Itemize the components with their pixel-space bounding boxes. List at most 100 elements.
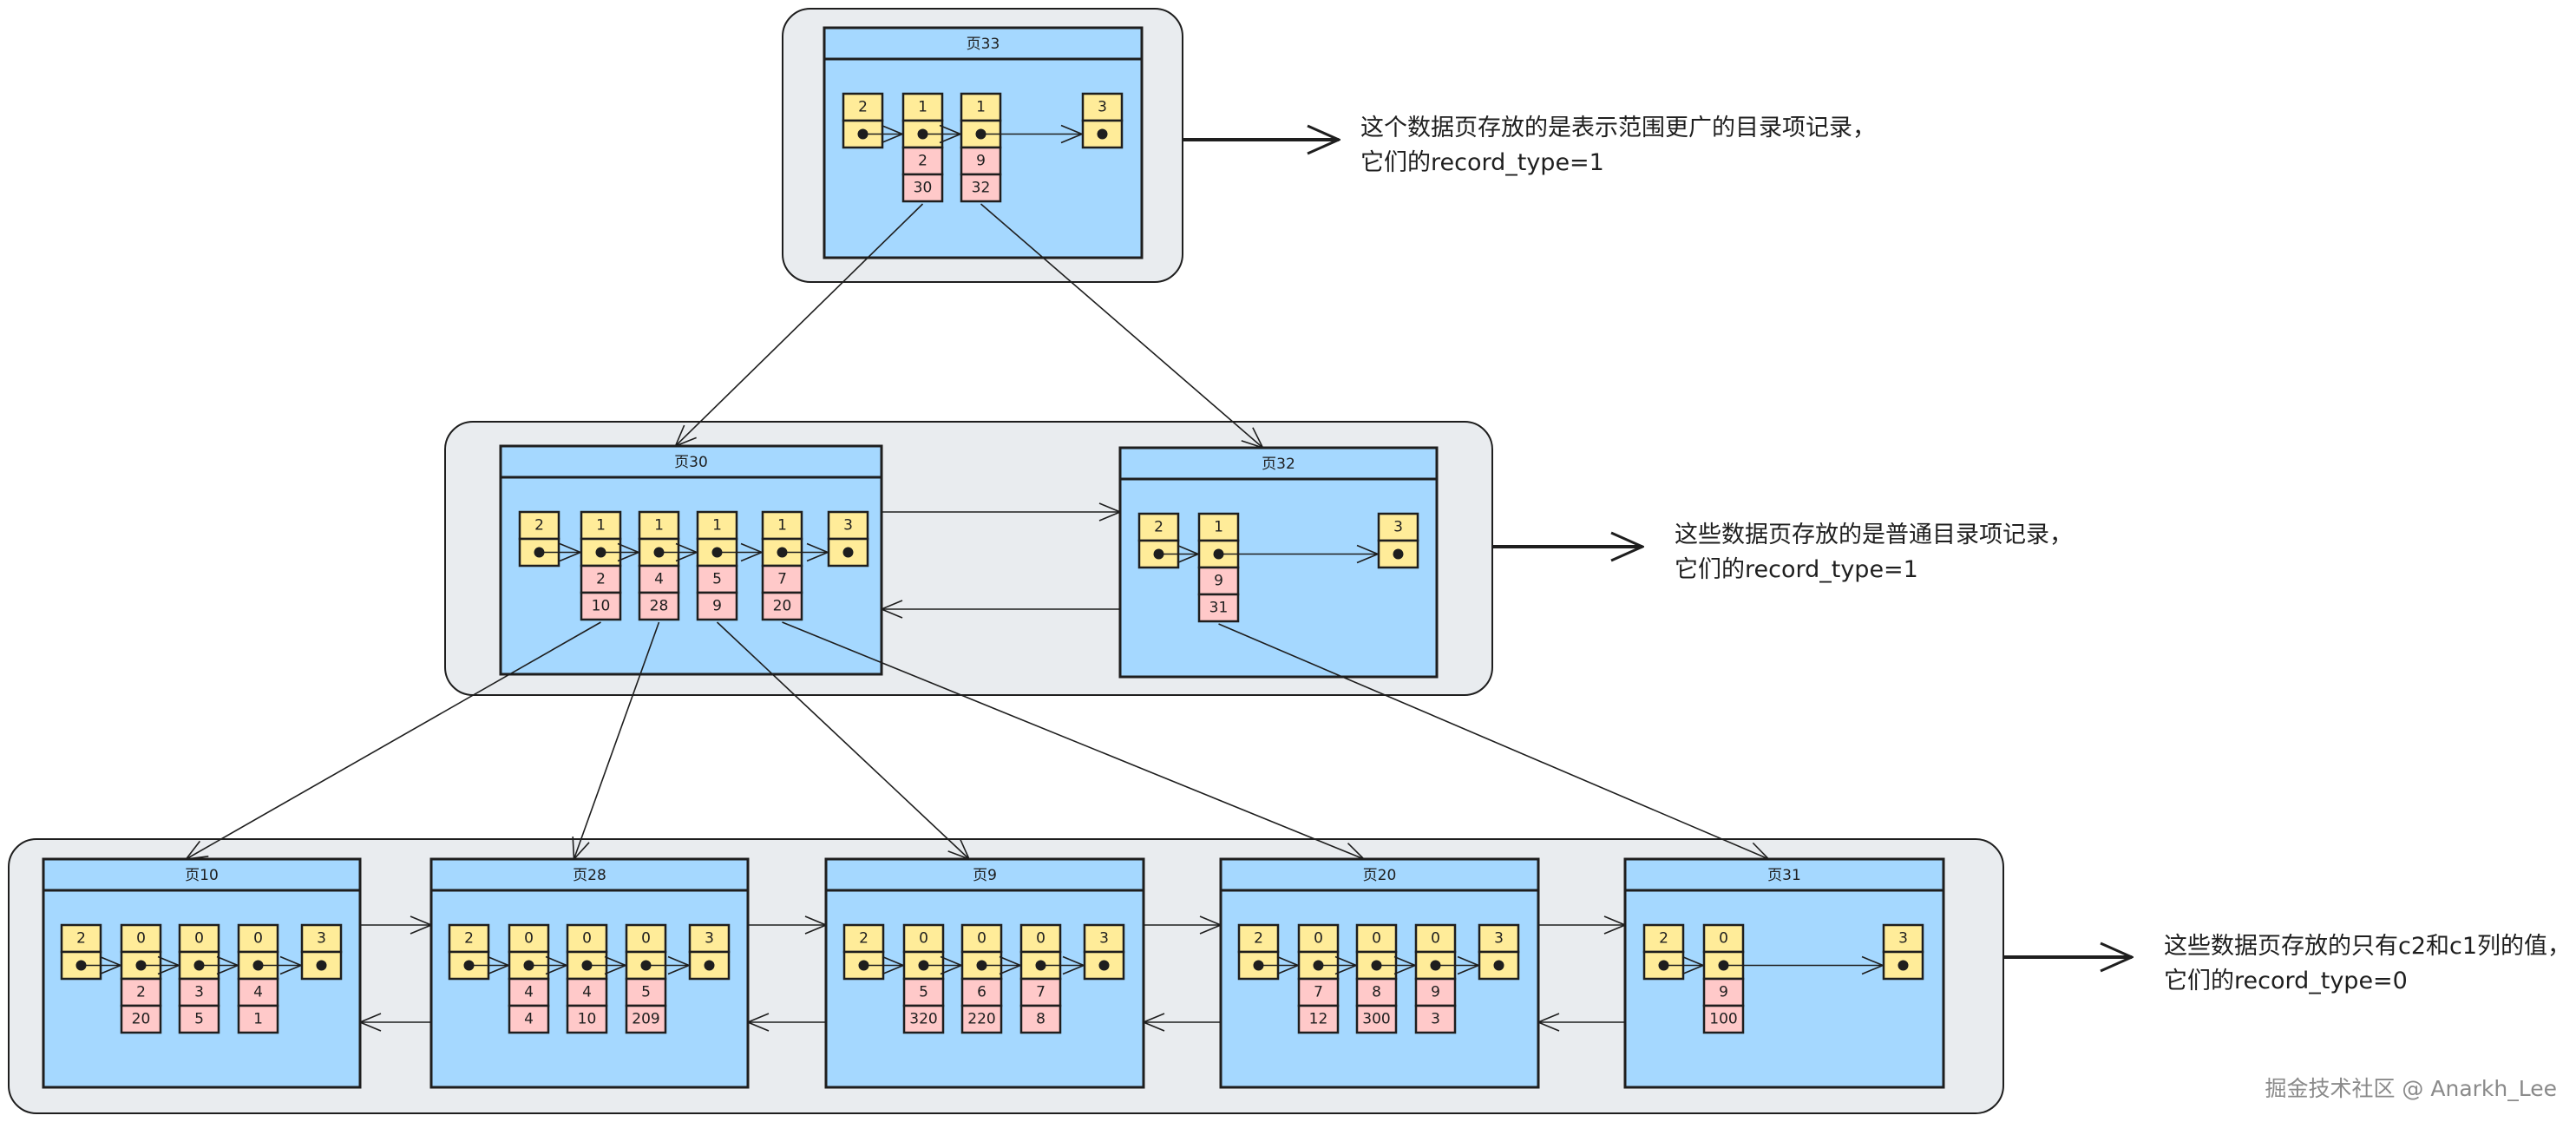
record-type-value: 2 — [534, 517, 544, 535]
record-infimum: 2 — [1237, 923, 1280, 981]
page-title: 页32 — [1262, 456, 1295, 473]
value-cell — [237, 1004, 279, 1034]
record-entry: 041 — [237, 923, 279, 1034]
child-page-value: 10 — [592, 598, 611, 615]
record-infimum: 2 — [842, 92, 884, 149]
record-type-cell — [178, 923, 220, 954]
record-type-value: 3 — [1494, 930, 1504, 948]
page-title: 页9 — [973, 867, 997, 884]
record-supremum: 3 — [827, 510, 869, 568]
record-entry: 0 3 5 — [178, 923, 220, 1034]
record-entry: 044 — [508, 923, 550, 1034]
child-page-cell — [901, 173, 944, 203]
note-root-line1: 这个数据页存放的是表示范围更广的目录项记录， — [1360, 115, 1876, 141]
key-value: 2 — [596, 571, 606, 588]
record-type-value: 3 — [1098, 99, 1107, 116]
value-cell — [120, 1004, 162, 1034]
record-type-cell — [1081, 92, 1124, 122]
column-value: 1 — [253, 1011, 263, 1028]
key-cell — [120, 977, 162, 1007]
record-type-value: 1 — [777, 517, 787, 535]
note-leaf-line2: 它们的record_type=0 — [2164, 968, 2408, 994]
record-entry: 093 — [1414, 923, 1457, 1034]
key-cell — [566, 977, 608, 1007]
record-entry: 0 2 20 — [120, 923, 162, 1034]
record-supremum: 3 — [1478, 923, 1520, 981]
child-page-value: 28 — [650, 598, 669, 615]
key-value: 7 — [1314, 984, 1323, 1001]
child-page-pointer — [187, 621, 601, 859]
key-value: 2 — [136, 984, 146, 1001]
key-cell — [696, 564, 738, 594]
column-value: 20 — [132, 1011, 151, 1028]
record-type-value: 2 — [76, 930, 86, 948]
key-cell — [901, 146, 944, 176]
record-type-value: 1 — [918, 99, 927, 116]
record-infimum: 2 — [1642, 923, 1685, 981]
pointer-dot-icon — [1393, 548, 1404, 560]
record-type-value: 3 — [317, 930, 326, 948]
key-value: 3 — [194, 984, 204, 1001]
record-infimum: 2 — [842, 923, 885, 981]
key-cell — [1702, 977, 1745, 1007]
column-value: 8 — [1036, 1011, 1045, 1028]
record-type-value: 0 — [1314, 930, 1323, 948]
column-value: 220 — [967, 1011, 995, 1028]
record-type-value: 0 — [194, 930, 204, 948]
value-cell — [1414, 1004, 1457, 1034]
note-leaf: 这些数据页存放的只有c2和c1列的值， 它们的record_type=0 — [2164, 929, 2571, 999]
record-type-value: 0 — [524, 930, 534, 948]
record-type-cell — [120, 923, 162, 954]
record-type-value: 3 — [843, 517, 853, 535]
record-type-cell — [1297, 923, 1340, 954]
page-title: 页28 — [573, 867, 606, 884]
record-type-value: 3 — [1393, 519, 1403, 536]
column-value: 300 — [1362, 1011, 1390, 1028]
record-type-value: 2 — [464, 930, 474, 948]
record-type-value: 0 — [582, 930, 592, 948]
column-value: 5 — [194, 1011, 204, 1028]
key-value: 5 — [641, 984, 651, 1001]
record-type-cell — [1702, 923, 1745, 954]
child-page-pointer — [574, 621, 660, 859]
child-page-pointer — [980, 203, 1263, 448]
record-type-value: 0 — [1036, 930, 1045, 948]
value-cell — [902, 1004, 945, 1034]
child-page-pointer — [676, 203, 924, 446]
record-type-cell — [960, 923, 1003, 954]
record-type-value: 0 — [136, 930, 146, 948]
record-entry: 1 2 10 — [580, 510, 622, 621]
page-title: 页10 — [185, 867, 219, 884]
pointer-dot-icon — [1098, 960, 1110, 971]
note-internal: 这些数据页存放的是普通目录项记录， 它们的record_type=1 — [1675, 518, 2073, 587]
key-value: 5 — [919, 984, 928, 1001]
record-type-value: 2 — [1254, 930, 1263, 948]
record-type-value: 3 — [1099, 930, 1109, 948]
column-value: 10 — [578, 1011, 597, 1028]
child-page-cell — [638, 591, 680, 621]
record-entry: 078 — [1019, 923, 1062, 1034]
watermark: 掘金技术社区 @ Anarkh_Lee — [2265, 1076, 2557, 1101]
record-type-value: 0 — [641, 930, 651, 948]
record-type-value: 0 — [1372, 930, 1381, 948]
record-type-cell — [842, 923, 885, 954]
child-page-value: 9 — [712, 598, 722, 615]
key-cell — [1197, 566, 1240, 596]
record-type-cell — [696, 510, 738, 541]
record-supremum: 3 — [1081, 92, 1124, 149]
record-type-cell — [901, 92, 944, 122]
record-type-value: 1 — [596, 517, 606, 535]
pointer-dot-icon — [1493, 960, 1504, 971]
child-page-value: 31 — [1209, 600, 1229, 617]
